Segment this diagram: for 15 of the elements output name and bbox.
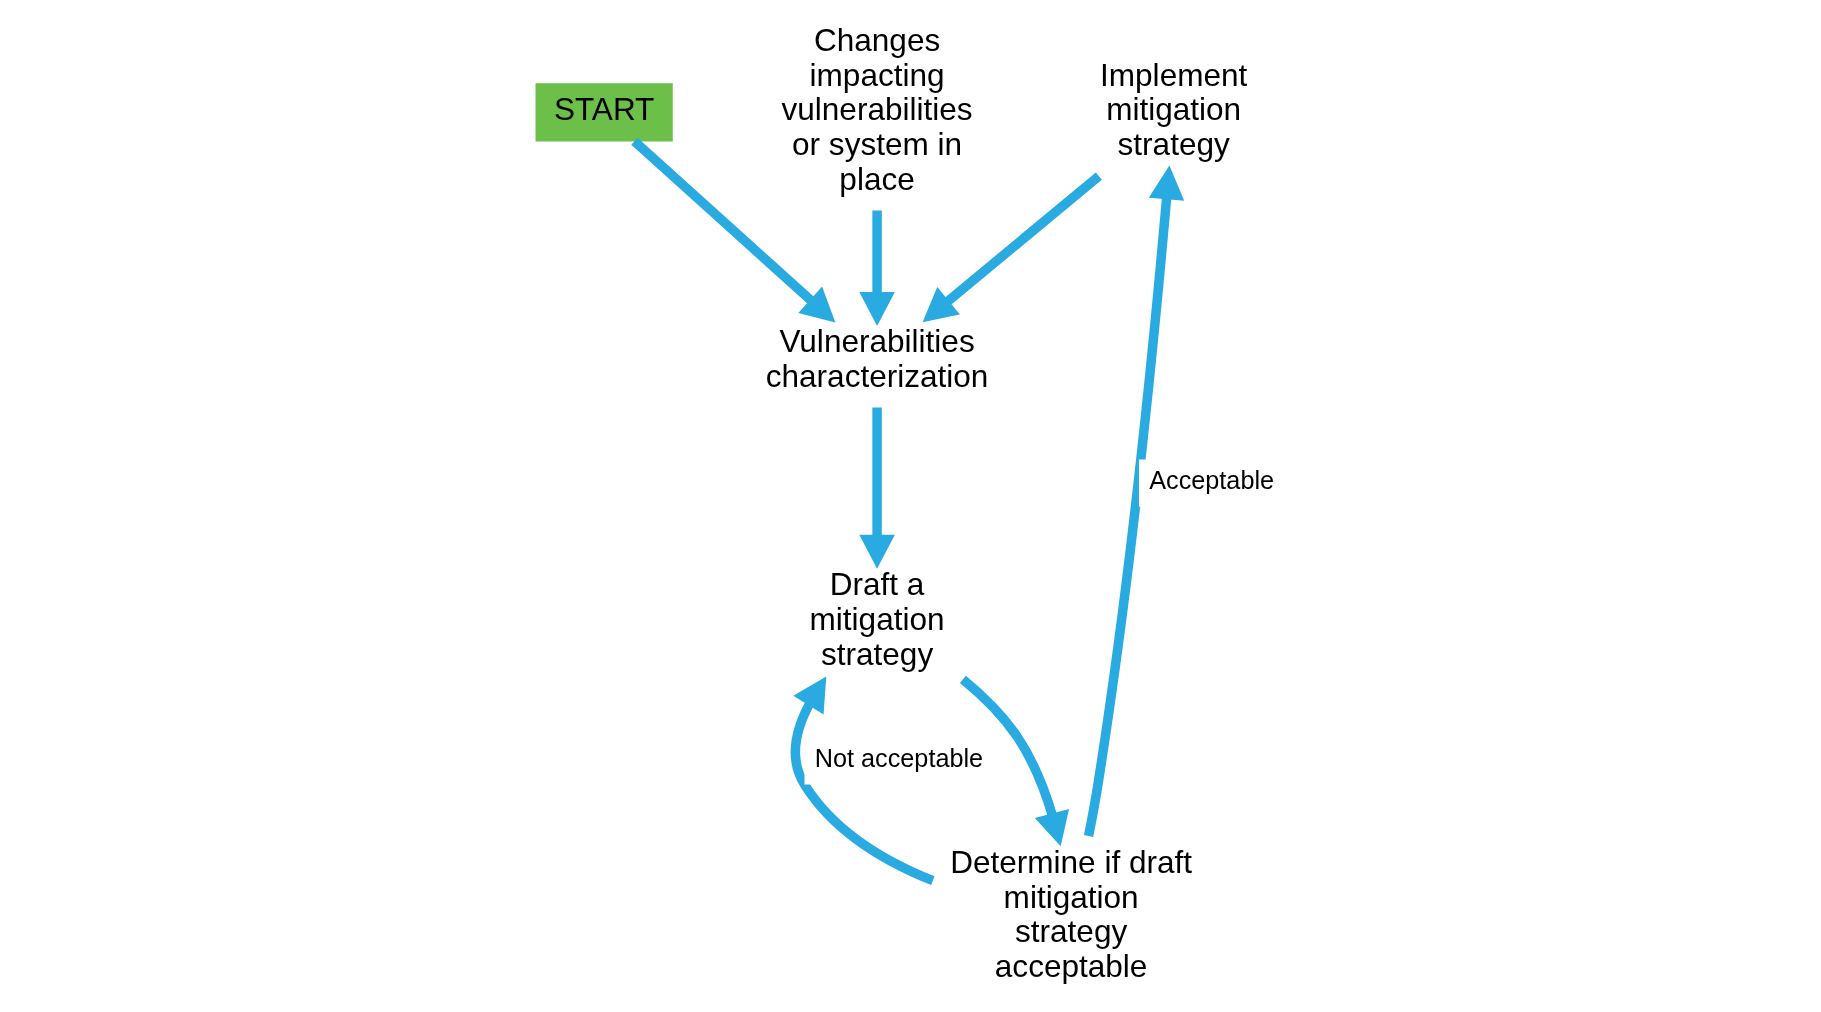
arrow	[858, 210, 895, 326]
node-text: Changes impacting vulnerabilities or system in place	[781, 21, 973, 197]
arrow	[959, 675, 1069, 847]
node-text: Vulnerabilities characterization	[765, 323, 988, 394]
arrow	[790, 676, 935, 886]
arrow	[922, 172, 1102, 323]
edge-label: Not acceptable	[814, 743, 983, 772]
edge-label: Acceptable	[1148, 466, 1274, 495]
node-text: Determine if draft mitigation strategy acceptable	[949, 843, 1192, 984]
node-box: START	[535, 83, 673, 142]
node-text: Draft a mitigation strategy	[809, 566, 945, 672]
arrow	[858, 407, 895, 569]
arrow	[1083, 165, 1184, 837]
node-text: Implement mitigation strategy	[1099, 56, 1247, 162]
arrow	[630, 137, 835, 323]
